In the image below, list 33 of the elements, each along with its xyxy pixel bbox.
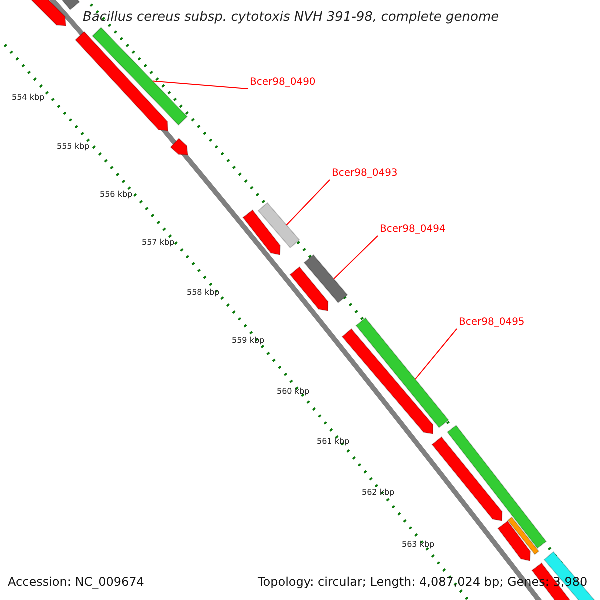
gene-label: Bcer98_0494 — [380, 224, 446, 236]
position-label: 560 kbp — [277, 386, 310, 398]
position-label: 555 kbp — [57, 141, 90, 153]
position-label: 557 kbp — [142, 237, 175, 249]
gene-bar — [446, 424, 548, 550]
position-label: 563 kbp — [402, 539, 435, 551]
title: Bacillus cereus subsp. cytotoxis NVH 391-98, complete genome — [83, 9, 500, 27]
gene-block — [498, 520, 532, 562]
gene-bar — [356, 318, 450, 428]
position-label: 562 kbp — [362, 487, 395, 499]
gene-block — [342, 328, 434, 435]
gene-label: Bcer98_0490 — [250, 77, 316, 89]
leader-line — [152, 80, 248, 90]
position-label: 556 kbp — [100, 189, 133, 201]
leader-line — [333, 236, 378, 280]
gene-bar — [258, 202, 300, 249]
position-label: 559 kbp — [232, 335, 265, 347]
gene-block — [290, 266, 329, 312]
gene-bar — [304, 254, 348, 304]
position-label: 561 kbp — [317, 436, 350, 448]
gene-bar — [92, 27, 188, 126]
info-text: Accession: NC_009674 — [8, 574, 144, 591]
gene-label: Bcer98_0493 — [332, 168, 398, 180]
gene-bar — [507, 516, 540, 556]
position-label: 554 kbp — [12, 92, 45, 104]
gene-block — [74, 31, 169, 132]
leader-line — [286, 180, 330, 226]
gene-block — [242, 210, 281, 256]
leader-line — [414, 328, 458, 380]
gene-label: Bcer98_0495 — [459, 317, 525, 329]
gene-block — [432, 436, 503, 522]
gene-block — [170, 138, 189, 156]
position-label: 558 kbp — [187, 287, 220, 299]
